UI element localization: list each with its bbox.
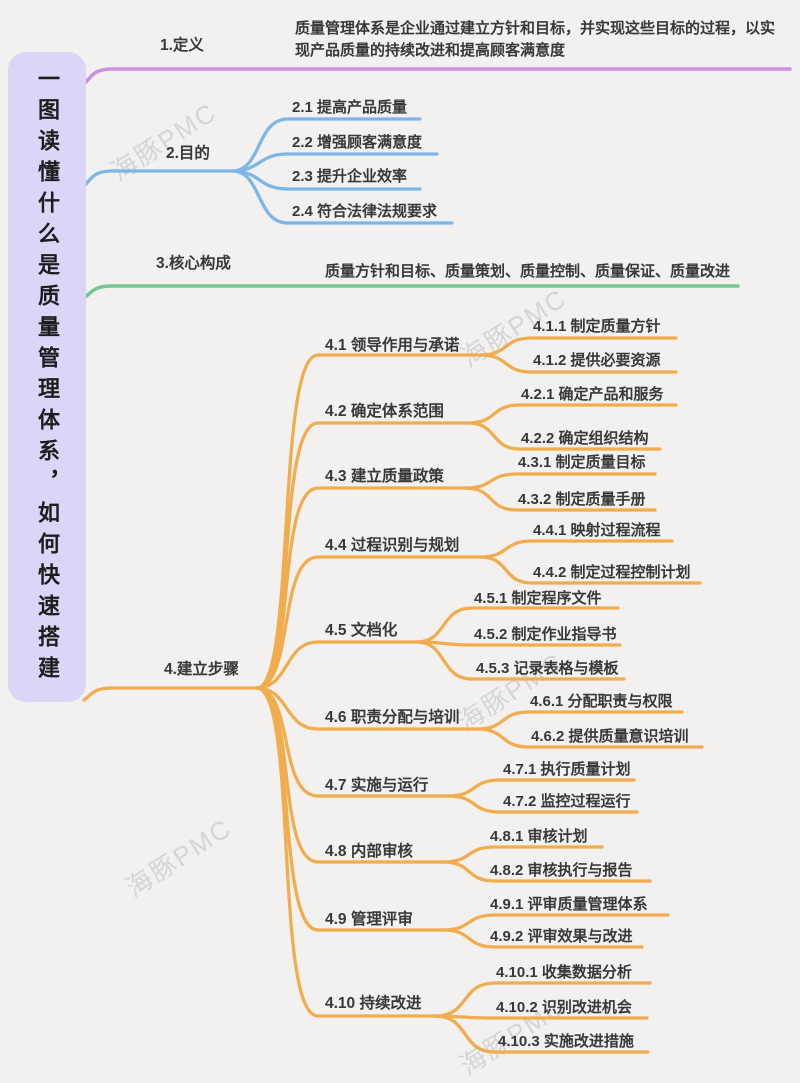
node-step-child: 4.8.1 审核计划 xyxy=(490,828,588,845)
node-definition-label: 1.定义 xyxy=(160,37,204,54)
node-step-child: 4.10.1 收集数据分析 xyxy=(496,964,632,981)
node-step-child: 4.9.1 评审质量管理体系 xyxy=(490,896,648,913)
branch-purpose-line xyxy=(82,169,235,188)
node-step-child: 4.5.3 记录表格与模板 xyxy=(476,660,619,677)
branch-core-line xyxy=(82,284,740,300)
node-step-child: 4.3.1 制定质量目标 xyxy=(518,454,646,471)
node-step-label: 4.7 实施与运行 xyxy=(325,777,429,794)
branch-steps-line xyxy=(82,686,259,702)
node-purpose-item: 2.2 增强顾客满意度 xyxy=(292,134,423,151)
node-step-child: 4.6.1 分配职责与权限 xyxy=(530,693,673,710)
root-node: 一图读懂什么是质量管理体系，如何快速搭建 xyxy=(8,52,86,702)
node-purpose-item: 2.1 提高产品质量 xyxy=(292,99,408,116)
node-step-label: 4.8 内部审核 xyxy=(325,843,413,860)
node-step-label: 4.9 管理评审 xyxy=(325,911,413,928)
node-definition-content: 质量管理体系是企业通过建立方针和目标，并实现这些目标的过程，以实现产品质量的持续… xyxy=(295,20,776,59)
node-step-child: 4.2.2 确定组织结构 xyxy=(521,430,649,447)
node-step-child: 4.2.1 确定产品和服务 xyxy=(521,386,664,403)
node-step-child: 4.1.1 制定质量方针 xyxy=(533,318,661,335)
node-steps-label: 4.建立步骤 xyxy=(164,661,239,678)
node-step-label: 4.10 持续改进 xyxy=(325,995,422,1012)
node-step-child: 4.1.2 提供必要资源 xyxy=(533,352,661,369)
node-step-label: 4.6 职责分配与培训 xyxy=(325,709,460,726)
node-step-child: 4.3.2 制定质量手册 xyxy=(518,491,646,508)
node-step-child: 4.7.2 监控过程运行 xyxy=(503,793,631,810)
node-step-child: 4.10.3 实施改进措施 xyxy=(498,1033,634,1050)
node-core-content: 质量方针和目标、质量策划、质量控制、质量保证、质量改进 xyxy=(325,263,731,280)
node-step-child: 4.10.2 识别改进机会 xyxy=(496,999,632,1016)
node-step-child: 4.5.2 制定作业指导书 xyxy=(474,626,617,643)
node-step-child: 4.7.1 执行质量计划 xyxy=(503,761,631,778)
node-core-label: 3.核心构成 xyxy=(156,255,231,272)
branch-definition-line xyxy=(82,67,792,86)
node-step-child: 4.9.2 评审效果与改进 xyxy=(490,928,633,945)
node-purpose-item: 2.4 符合法律法规要求 xyxy=(292,203,438,220)
node-step-label: 4.5 文档化 xyxy=(325,622,398,639)
node-purpose-item: 2.3 提升企业效率 xyxy=(292,168,408,185)
node-step-label: 4.3 建立质量政策 xyxy=(325,468,444,485)
node-step-child: 4.6.2 提供质量意识培训 xyxy=(531,728,689,745)
node-step-label: 4.1 领导作用与承诺 xyxy=(325,337,460,354)
node-step-child: 4.4.2 制定过程控制计划 xyxy=(533,564,691,581)
root-title: 一图读懂什么是质量管理体系，如何快速搭建 xyxy=(35,67,60,687)
node-step-child: 4.4.1 映射过程流程 xyxy=(533,522,661,539)
node-purpose-label: 2.目的 xyxy=(166,145,210,162)
node-step-label: 4.4 过程识别与规划 xyxy=(325,537,460,554)
node-step-child: 4.5.1 制定程序文件 xyxy=(474,590,602,607)
node-step-child: 4.8.2 审核执行与报告 xyxy=(490,862,633,879)
node-step-label: 4.2 确定体系范围 xyxy=(325,403,444,420)
